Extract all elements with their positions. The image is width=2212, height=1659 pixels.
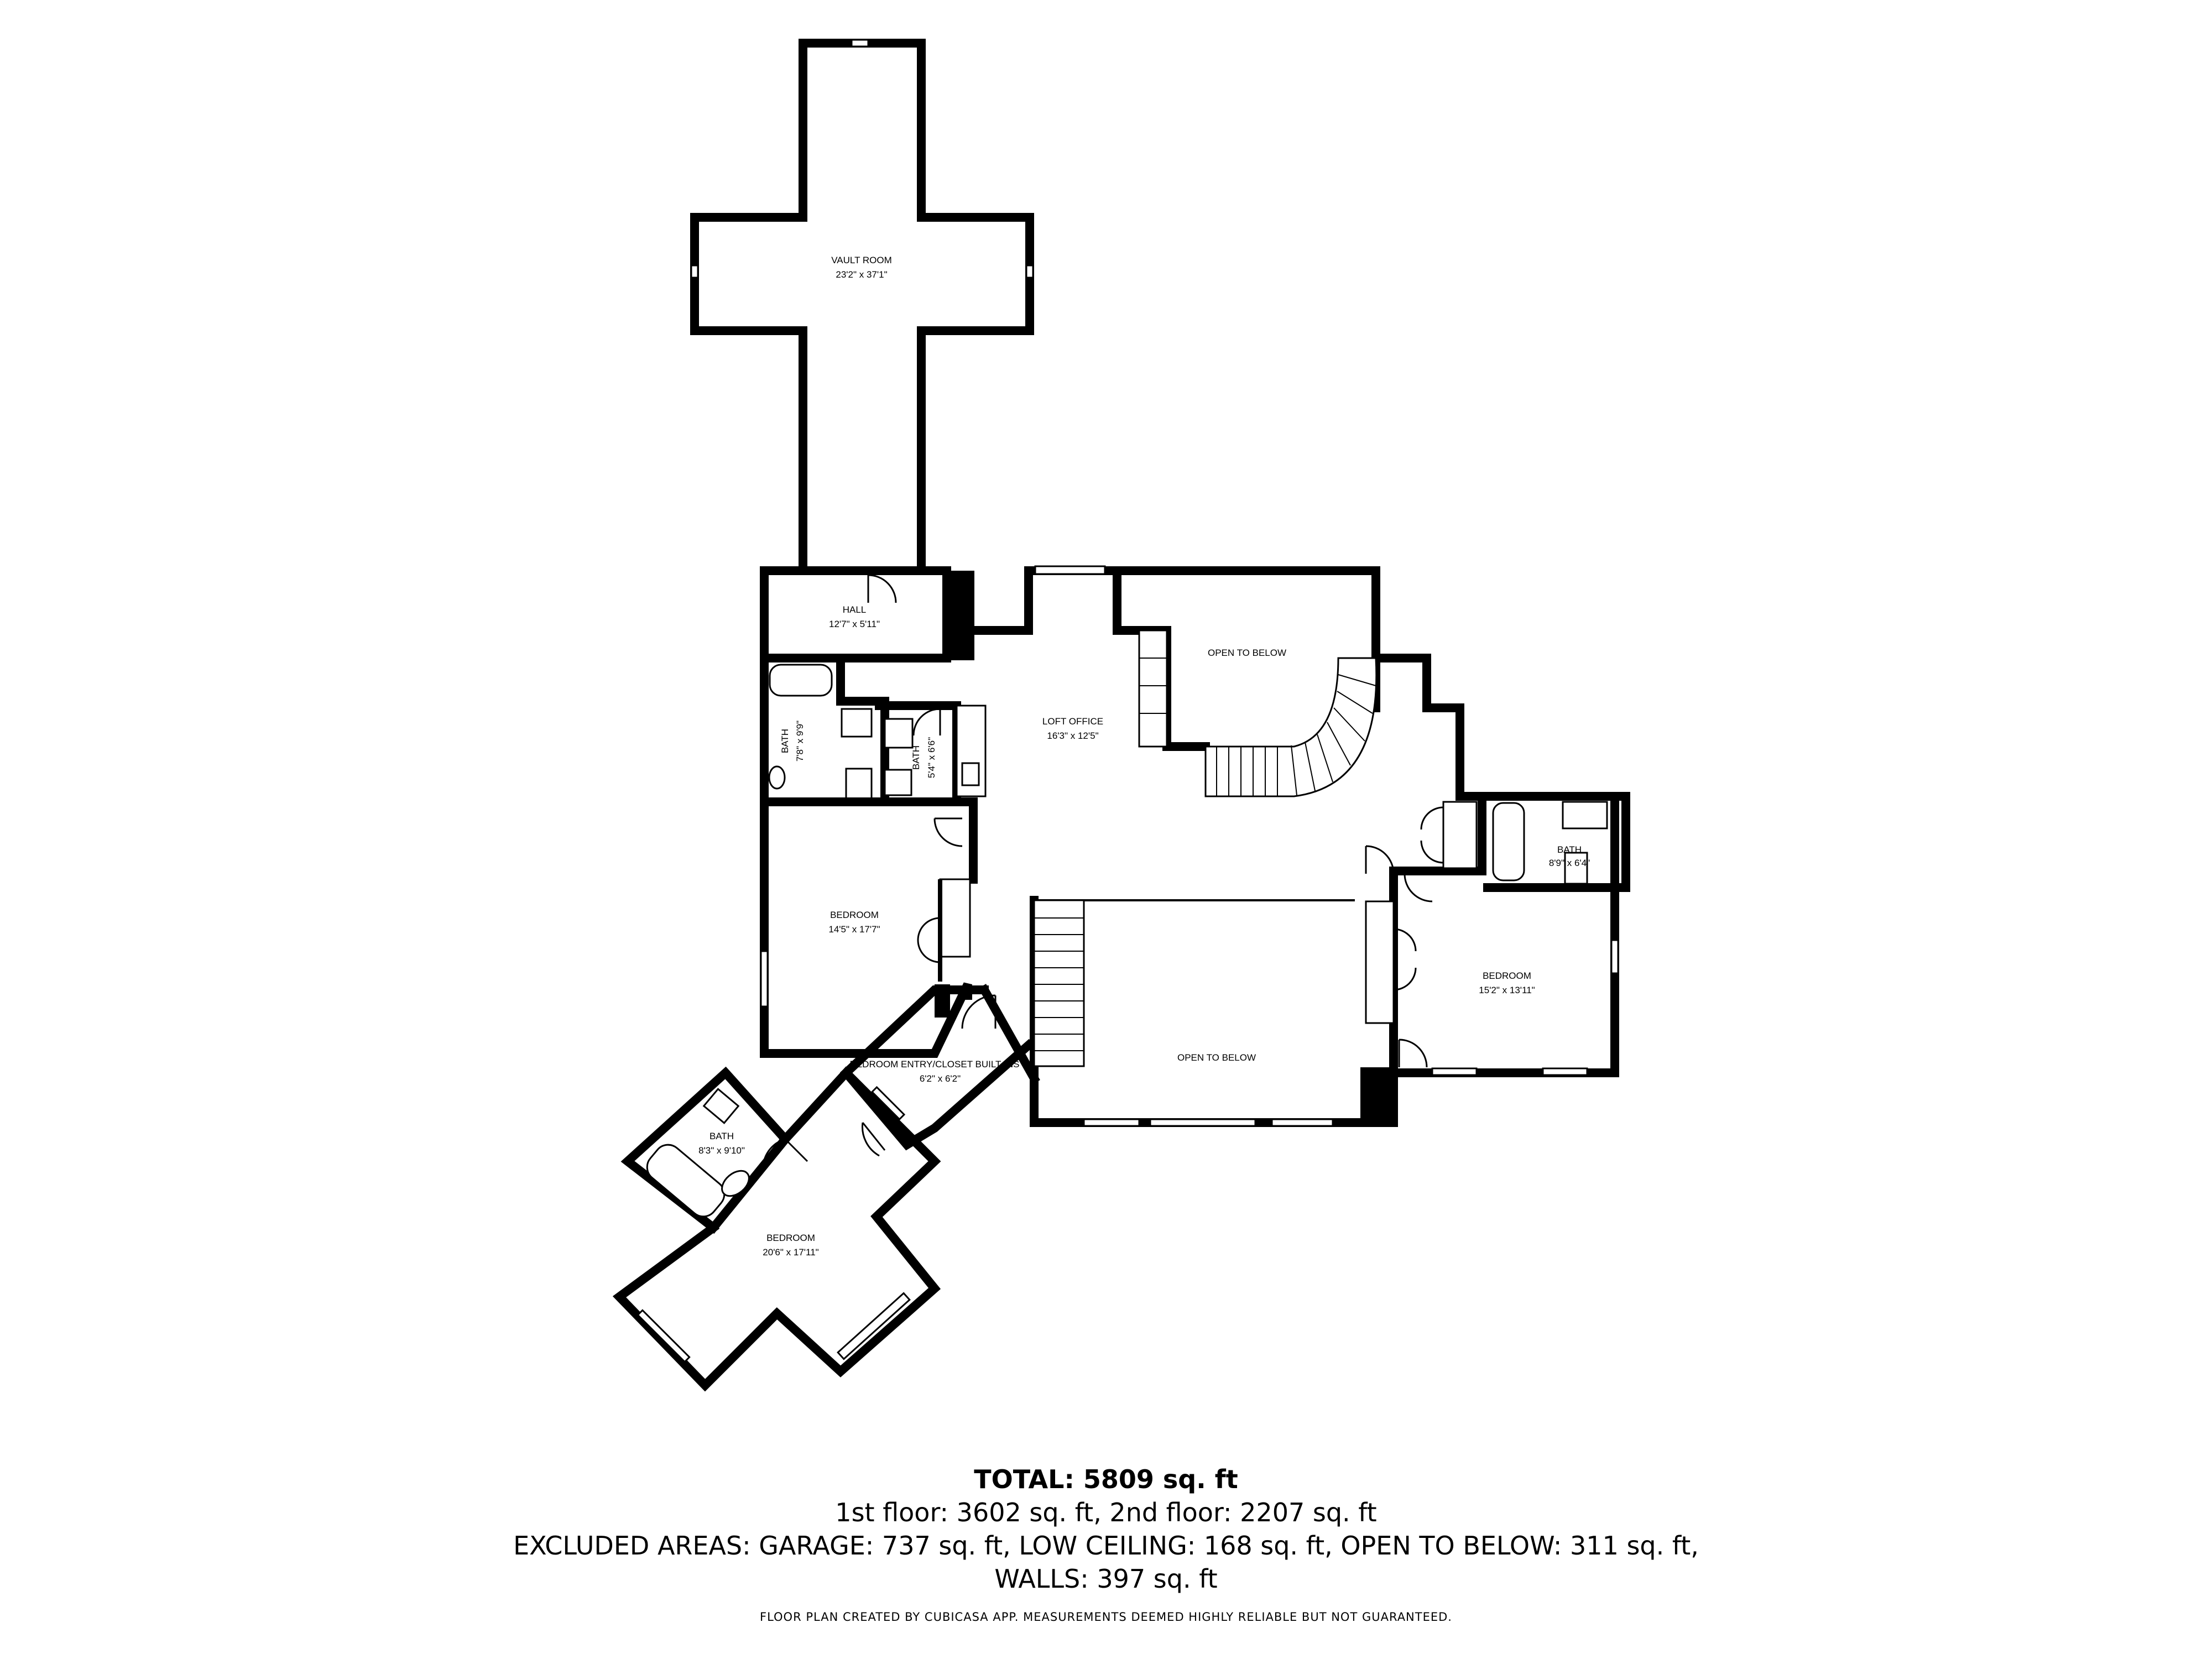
window xyxy=(1149,1118,1256,1127)
room-label: BATH xyxy=(780,729,790,753)
vanity xyxy=(845,768,873,800)
open-to-below-1: OPEN TO BELOW xyxy=(1208,648,1286,658)
room-dimensions: 23'2" x 37'1" xyxy=(836,269,887,280)
window xyxy=(637,1309,691,1363)
room-dimensions: 15'2" x 13'11" xyxy=(1479,985,1535,995)
excluded-areas: EXCLUDED AREAS: GARAGE: 737 sq. ft, LOW … xyxy=(513,1531,1699,1561)
room-label: OPEN TO BELOW xyxy=(1177,1052,1256,1063)
room-label: BATH xyxy=(1557,844,1582,855)
stair-landing xyxy=(1138,629,1168,748)
room-label: BEDROOM xyxy=(1483,971,1531,981)
sink xyxy=(841,708,873,738)
window xyxy=(837,1292,911,1360)
room-label: LOFT OFFICE xyxy=(1042,716,1103,727)
window xyxy=(1083,1118,1140,1127)
room-dimensions: 14'5" x 17'7" xyxy=(828,924,880,935)
room-label: BEDROOM xyxy=(766,1233,815,1243)
bath-2: BATH 5'4" x 6'6" xyxy=(875,701,987,806)
room-label: BATH xyxy=(911,745,921,770)
window xyxy=(1034,565,1106,575)
bath-3: BATH 8'9" x 6'4" xyxy=(1420,792,1630,892)
toilet xyxy=(768,765,786,790)
room-dimensions: 20'6" x 17'11" xyxy=(763,1247,818,1258)
room-dimensions: 12'7" x 5'11" xyxy=(829,619,880,629)
room-dimensions: 5'4" x 6'6" xyxy=(926,737,937,778)
window xyxy=(1271,1118,1334,1127)
room-label: VAULT ROOM xyxy=(831,255,892,265)
room-dimensions: 7'8" x 9'9" xyxy=(795,721,805,761)
curved-staircase[interactable] xyxy=(1138,629,1378,797)
room-dimensions: 8'9" x 6'4" xyxy=(1549,858,1590,868)
sink xyxy=(702,1088,740,1124)
straight-staircase[interactable] xyxy=(1033,899,1085,1067)
window xyxy=(1610,939,1619,974)
bathtub xyxy=(1492,802,1525,881)
room-label: OPEN TO BELOW xyxy=(1208,648,1286,658)
window xyxy=(690,264,699,279)
window xyxy=(1542,1067,1588,1076)
room-label: BEDROOM xyxy=(830,910,879,920)
window xyxy=(870,1086,906,1121)
bedroom-1: BEDROOM 14'5" x 17'7" xyxy=(760,797,978,1058)
open-to-below-2: OPEN TO BELOW xyxy=(1030,896,1398,1127)
sink xyxy=(1562,801,1608,830)
bathtub xyxy=(769,664,833,697)
room-label: BATH xyxy=(709,1131,734,1141)
vault-room: VAULT ROOM 23'2" x 37'1" xyxy=(690,39,1034,575)
total-area: TOTAL: 5809 sq. ft xyxy=(974,1464,1238,1494)
disclaimer: FLOOR PLAN CREATED BY CUBICASA APP. MEAS… xyxy=(760,1610,1452,1624)
hall: HALL 12'7" x 5'11" xyxy=(760,566,1033,662)
toilet xyxy=(884,769,912,796)
window xyxy=(760,950,769,1008)
closet xyxy=(939,878,971,958)
door[interactable] xyxy=(784,1138,808,1162)
wall-block xyxy=(947,571,974,660)
bedroom-2: BEDROOM 15'2" x 13'11" xyxy=(1365,792,1619,1077)
sink xyxy=(884,718,914,749)
cabinet xyxy=(961,762,980,786)
closet xyxy=(1442,801,1478,869)
door[interactable] xyxy=(862,1122,886,1151)
toilet xyxy=(1564,852,1588,885)
toilet xyxy=(721,1170,750,1197)
window xyxy=(1431,1067,1478,1076)
window xyxy=(851,39,869,48)
bath-1: BATH 7'8" x 9'9" xyxy=(760,654,889,806)
walls-area: WALLS: 397 sq. ft xyxy=(994,1564,1218,1594)
bathtub xyxy=(646,1144,726,1218)
room-label: HALL xyxy=(843,604,867,615)
room-dimensions: 16'3" x 12'5" xyxy=(1047,731,1098,741)
room-dimensions: 6'2" x 6'2" xyxy=(920,1073,961,1084)
room-label: BEDROOM ENTRY/CLOSET BUILT-INS xyxy=(849,1059,1019,1070)
room-dimensions: 8'3" x 9'10" xyxy=(698,1145,745,1156)
bedroom-3: BEDROOM 20'6" x 17'11" xyxy=(612,1066,941,1392)
floor-areas: 1st floor: 3602 sq. ft, 2nd floor: 2207 … xyxy=(835,1498,1377,1527)
window xyxy=(1025,264,1034,279)
bath-4: BATH 8'3" x 9'10" xyxy=(620,1066,808,1234)
closet xyxy=(1365,900,1395,1024)
wall-block xyxy=(1360,1067,1394,1123)
